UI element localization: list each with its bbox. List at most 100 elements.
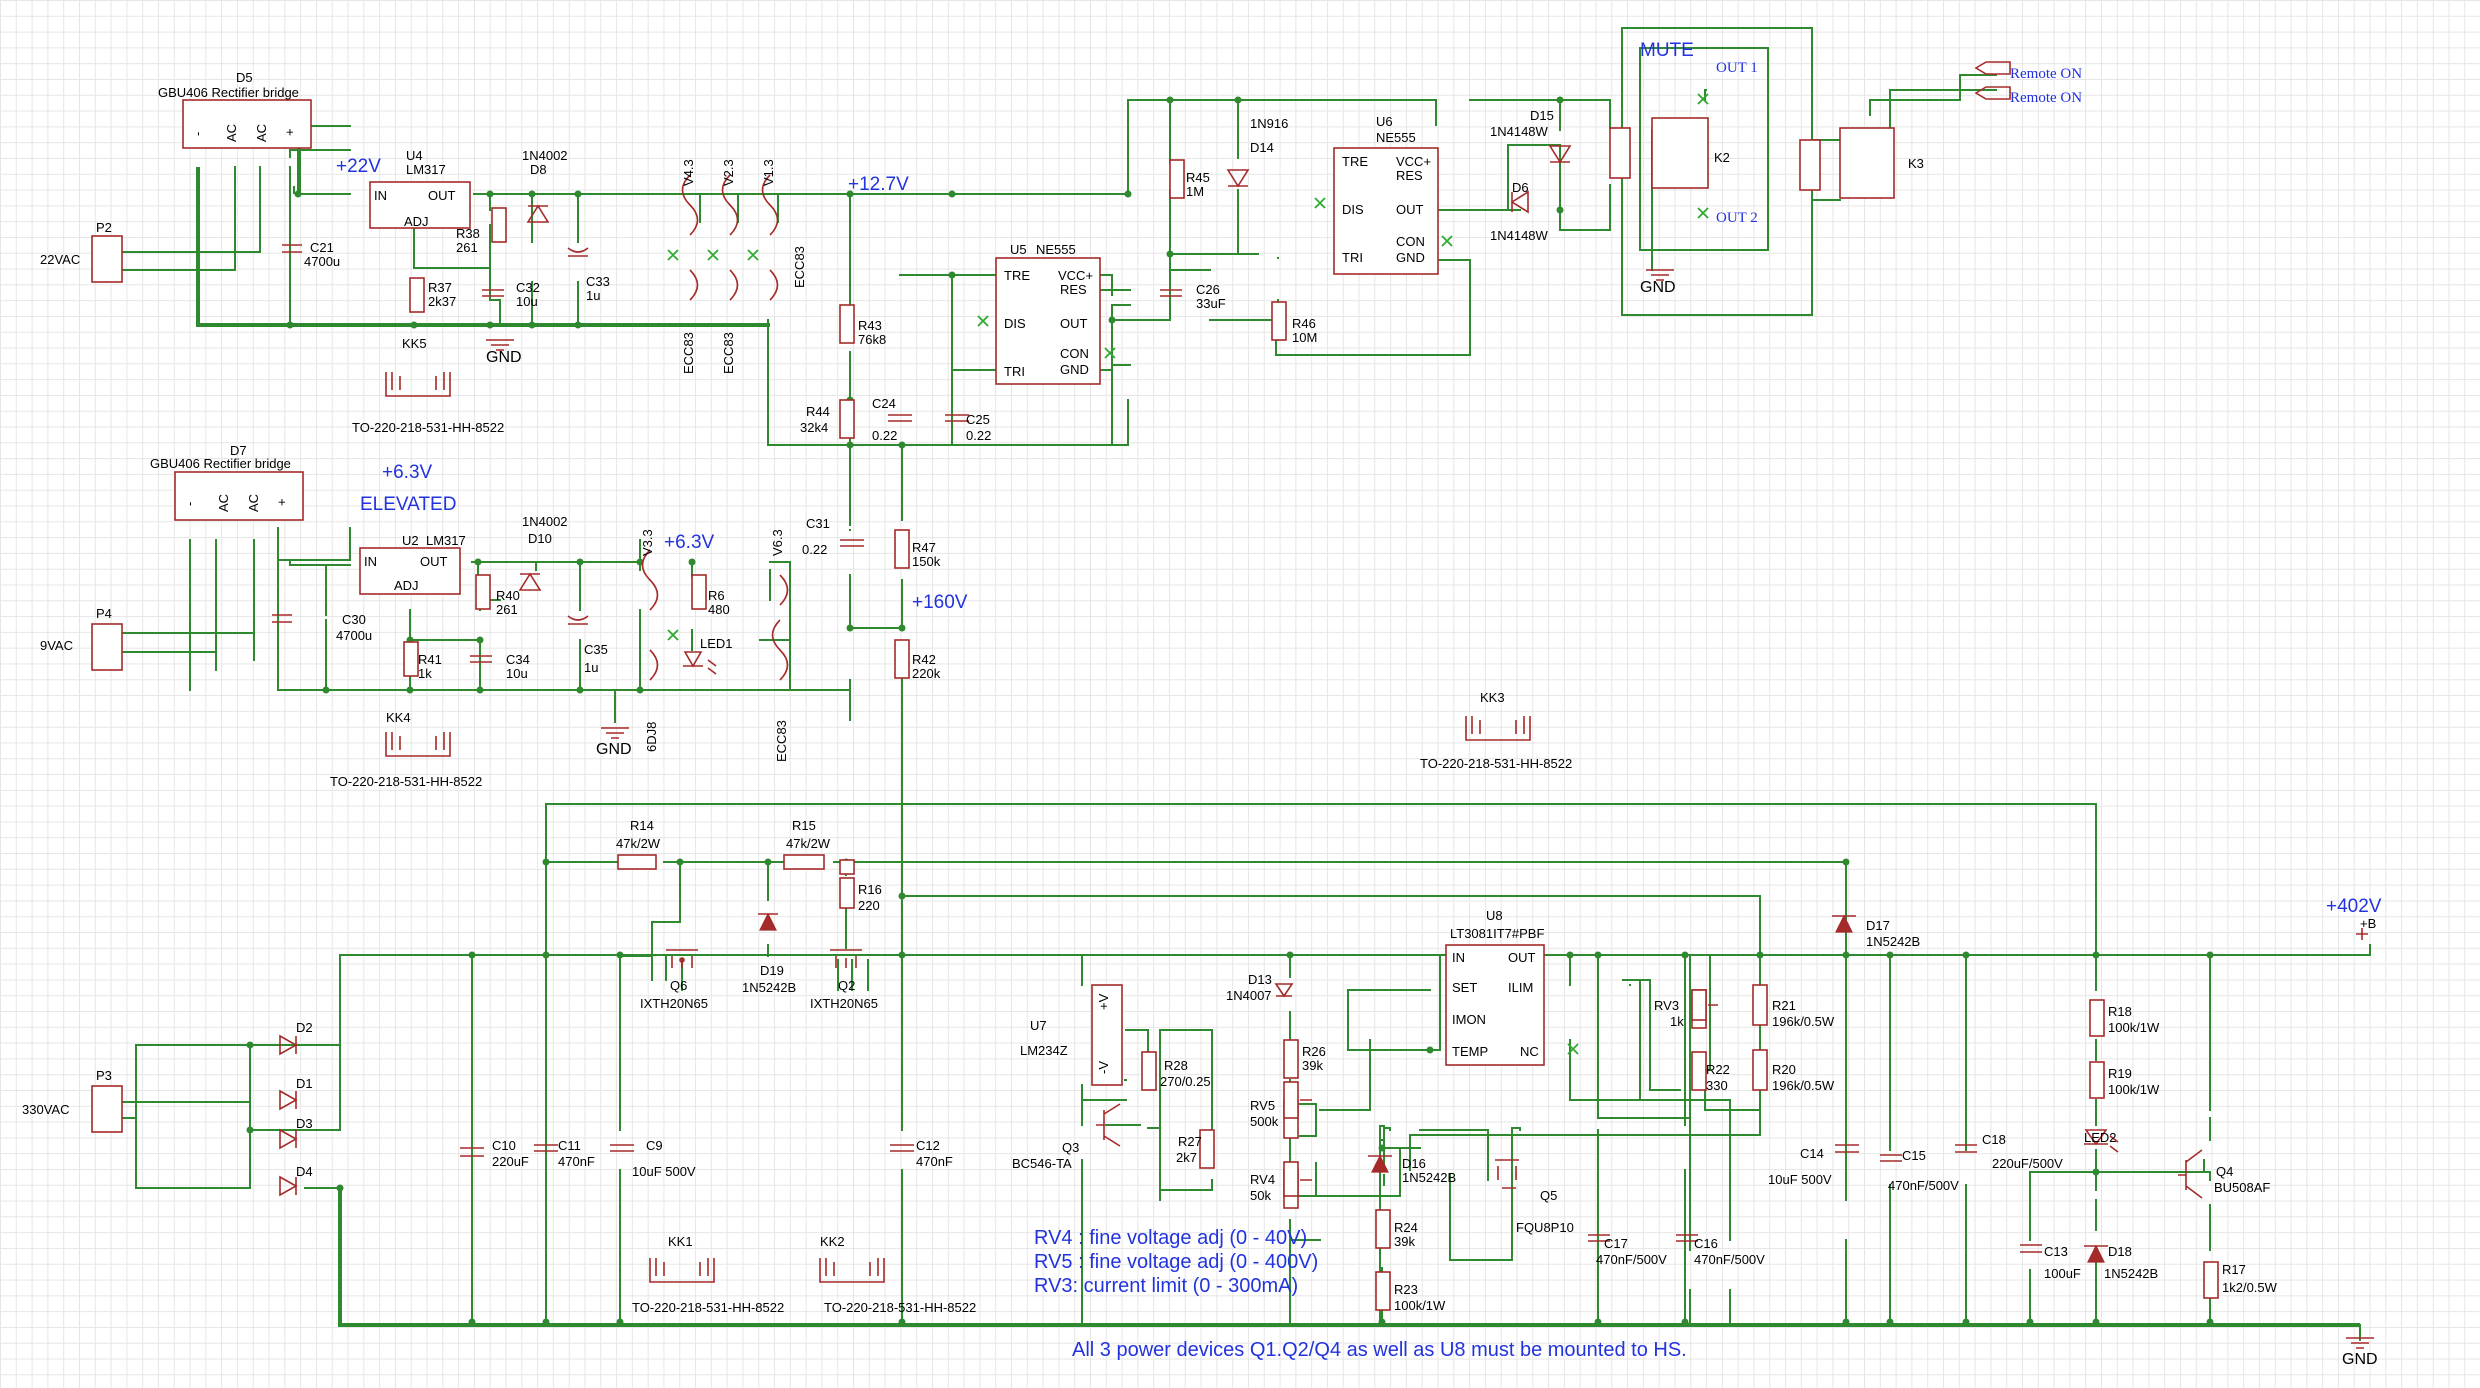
ref-u7: U7 [1030, 1018, 1047, 1033]
transistors [666, 949, 2203, 1199]
val-kk2: TO-220-218-531-HH-8522 [824, 1300, 976, 1315]
note-heatsink: All 3 power devices Q1.Q2/Q4 as well as … [1072, 1339, 1687, 1361]
svg-text:ECC83: ECC83 [792, 246, 807, 288]
ref-c34: C34 [506, 652, 530, 667]
ref-r43: R43 [858, 318, 882, 333]
svg-text:VCC+: VCC+ [1058, 268, 1093, 283]
svg-text:V6.3: V6.3 [770, 529, 785, 556]
ref-r45: R45 [1186, 170, 1210, 185]
val-r15: 47k/2W [786, 836, 831, 851]
svg-text:AC: AC [254, 124, 269, 142]
ref-d15: D15 [1530, 108, 1554, 123]
ref-p4: P4 [96, 606, 112, 621]
val-c17: 470nF/500V [1596, 1252, 1667, 1267]
lbl-p4: 9VAC [40, 638, 73, 653]
val-r41: 1k [418, 666, 432, 681]
net-gnd-3: GND [1640, 279, 1676, 296]
ref-c11: C11 [558, 1138, 581, 1153]
ref-d5: D5 [236, 70, 253, 85]
svg-text:ILIM: ILIM [1508, 980, 1533, 995]
ref-u8: U8 [1486, 908, 1503, 923]
ref-c10: C10 [492, 1138, 516, 1153]
ref-d7: D7 [230, 443, 247, 458]
svg-text:TRE: TRE [1342, 154, 1368, 169]
ref-d13: D13 [1248, 972, 1272, 987]
ref-d1: D1 [296, 1076, 313, 1091]
ref-r6: R6 [708, 588, 725, 603]
ref-c17: C17 [1604, 1236, 1628, 1251]
ref-kk4: KK4 [386, 710, 411, 725]
val-q2: IXTH20N65 [810, 996, 878, 1011]
val-u7: LM234Z [1020, 1043, 1068, 1058]
connector-p2 [91, 235, 123, 283]
val-r23: 100k/1W [1394, 1298, 1446, 1313]
val-c11: 470nF [558, 1154, 595, 1169]
svg-text:AC: AC [224, 124, 239, 142]
svg-text:-: - [190, 132, 205, 136]
val-r19: 100k/1W [2108, 1082, 2160, 1097]
capacitors [272, 244, 2042, 1253]
ref-c13: C13 [2044, 1244, 2068, 1259]
val-q4: BU508AF [2214, 1180, 2270, 1195]
val-c34: 10u [506, 666, 528, 681]
ref-u6: U6 [1376, 114, 1393, 129]
ref-r17: R17 [2222, 1262, 2246, 1277]
val-r21: 196k/0.5W [1772, 1014, 1835, 1029]
val-r43: 76k8 [858, 332, 886, 347]
val-r27: 2k7 [1176, 1150, 1197, 1165]
remote-flags [1974, 61, 2011, 100]
note-rv4: RV4 : fine voltage adj (0 - 40V) [1034, 1227, 1307, 1249]
ref-k3: K3 [1908, 156, 1924, 171]
val-r37: 2k37 [428, 294, 456, 309]
ref-r27: R27 [1178, 1134, 1202, 1149]
val-c18: 220uF/500V [1992, 1156, 2063, 1171]
net-22v: +22V [336, 156, 381, 177]
svg-text:OUT: OUT [1508, 950, 1536, 965]
connector-p3 [91, 1085, 123, 1133]
ref-c30: C30 [342, 612, 366, 627]
ref-k2: K2 [1714, 150, 1730, 165]
note-rv3: RV3: current limit (0 - 300mA) [1034, 1275, 1298, 1297]
val-c12: 470nF [916, 1154, 953, 1169]
ref-r46: R46 [1292, 316, 1316, 331]
ref-r15: R15 [792, 818, 816, 833]
ref-d16: D16 [1402, 1156, 1426, 1171]
svg-text:RES: RES [1396, 168, 1423, 183]
svg-text:AC: AC [216, 494, 231, 512]
ref-r16: R16 [858, 882, 882, 897]
regulator-u8 [1445, 944, 1545, 1066]
ref-d14: D14 [1250, 140, 1274, 155]
val-c21: 4700u [304, 254, 340, 269]
val-r38: 261 [456, 240, 478, 255]
val-c25: 0.22 [966, 428, 991, 443]
svg-text:AC: AC [246, 494, 261, 512]
ref-d6: D6 [1512, 180, 1529, 195]
ref-r22: R22 [1706, 1062, 1730, 1077]
net-12v7: +12.7V [848, 174, 909, 195]
ref-d17: D17 [1866, 918, 1890, 933]
b-terminal [2356, 928, 2368, 940]
notes: RV4 : fine voltage adj (0 - 40V) RV5 : f… [1034, 1227, 1687, 1361]
net-gnd-1: GND [486, 349, 522, 366]
val-c32: 10u [516, 294, 538, 309]
val-r46: 10M [1292, 330, 1317, 345]
val-d13: 1N4007 [1226, 988, 1272, 1003]
svg-text:OUT: OUT [428, 188, 456, 203]
val-c33: 1u [586, 288, 600, 303]
remote-on-2: Remote ON [2010, 90, 2082, 106]
val-d7: GBU406 Rectifier bridge [150, 456, 291, 471]
ref-c9: C9 [646, 1138, 663, 1153]
svg-text:V1.3: V1.3 [761, 159, 776, 186]
net-gnd-4: GND [2342, 1351, 2378, 1368]
ref-r19: R19 [2108, 1066, 2132, 1081]
ref-rv5: RV5 [1250, 1098, 1275, 1113]
val-c13: 100uF [2044, 1266, 2081, 1281]
val-c15: 470nF/500V [1888, 1178, 1959, 1193]
svg-text:DIS: DIS [1342, 202, 1364, 217]
svg-text:6DJ8: 6DJ8 [644, 722, 659, 752]
tube-heaters [641, 174, 789, 681]
symbols [91, 61, 2368, 1311]
val-rv5: 500k [1250, 1114, 1279, 1129]
ref-u2: U2 [402, 533, 419, 548]
ref-kk1: KK1 [668, 1234, 693, 1249]
